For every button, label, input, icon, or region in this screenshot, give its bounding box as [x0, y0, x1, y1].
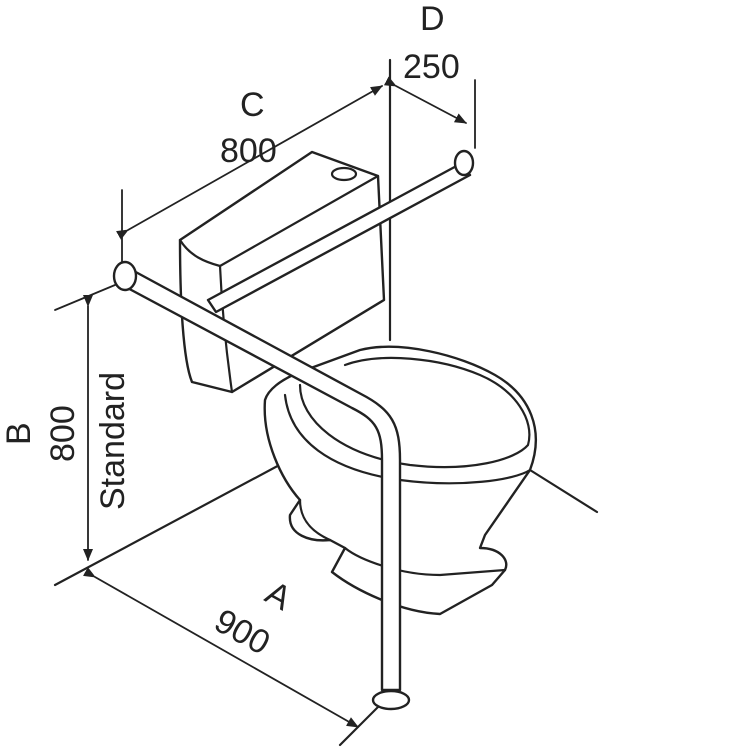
floor-flange: [371, 689, 411, 711]
bowl-trap-line: [298, 498, 332, 542]
dimension-a-value: 900: [208, 602, 276, 663]
wall-flange-left: [112, 260, 138, 292]
seat-outline: [298, 356, 531, 469]
dimension-d-arrow: [383, 76, 467, 124]
right-floor-line: [528, 468, 599, 514]
dimension-b: B 800 Standard: [0, 284, 132, 561]
dimension-b-letter: B: [0, 422, 38, 445]
dimension-a-letter: A: [259, 574, 298, 618]
grab-bar-side-rail: [120, 268, 402, 692]
dimension-d: D 250: [383, 0, 476, 149]
dimension-b-note: Standard: [94, 372, 132, 510]
dimension-b-value: 800: [44, 405, 82, 462]
dimension-c-letter: C: [240, 86, 265, 124]
dimension-d-letter: D: [420, 0, 445, 38]
dimension-d-value: 250: [403, 48, 460, 86]
dimension-a-arrow: [82, 567, 359, 728]
dimension-c: C 800: [115, 85, 383, 263]
dimension-b-extension: [54, 284, 116, 311]
dimension-a: A 900: [82, 567, 359, 728]
dimension-c-value: 800: [220, 132, 277, 170]
dimension-c-arrow: [115, 85, 383, 240]
left-floor-line: [53, 460, 287, 587]
wall-flange-back: [453, 149, 475, 177]
